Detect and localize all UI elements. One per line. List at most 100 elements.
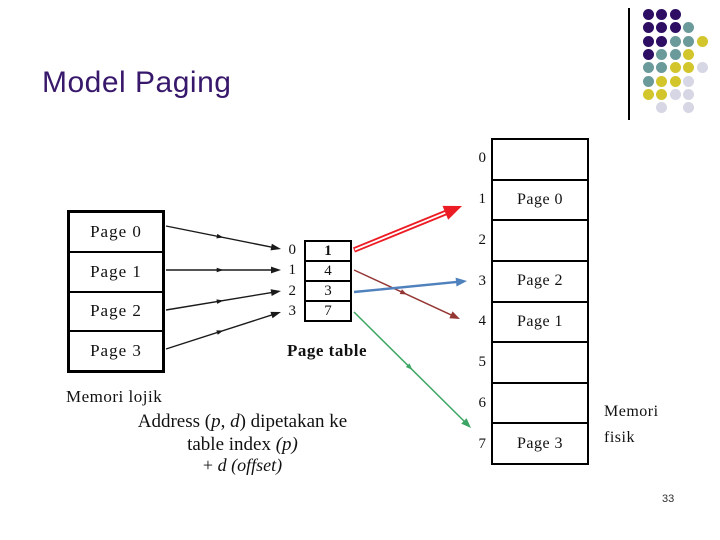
arrow-page1-to-index1-mid-head	[216, 267, 224, 273]
decoration-dot	[643, 22, 654, 34]
decoration-dot	[656, 49, 668, 61]
caption-text-segment: d (offset)	[217, 455, 283, 475]
arrow-entry0-to-frame1-core	[354, 210, 450, 251]
physical-frame-cell	[493, 384, 587, 425]
decoration-dot	[683, 102, 695, 114]
decoration-dot	[656, 22, 668, 34]
page-number: 33	[662, 493, 675, 505]
decoration-dot	[696, 35, 708, 47]
decoration-dot	[643, 9, 654, 20]
physical-frame-cell: Page 0	[493, 181, 587, 222]
logical-memory-cell: Page 3	[90, 341, 142, 361]
physical-frame-index: 1	[478, 190, 487, 207]
physical-frame-cell	[493, 343, 587, 384]
decoration-dot	[683, 89, 695, 101]
page-table-value: 4	[306, 262, 350, 282]
decoration-dot	[669, 9, 681, 20]
arrow-page2-to-index2	[165, 291, 274, 311]
physical-frame-cell: Page 2	[493, 262, 587, 303]
arrow-entry0-to-frame1	[352, 208, 450, 253]
decoration-dot	[669, 49, 681, 61]
decoration-dot	[683, 49, 695, 61]
arrow-entry1-to-frame4-mid-head	[399, 289, 407, 295]
page-table-value: 7	[324, 302, 332, 319]
page-table-index: 2	[288, 282, 297, 299]
physical-frame-index: 6	[478, 395, 487, 412]
decoration-dot	[683, 75, 695, 87]
caption-text-segment: ) dipetakan ke	[239, 411, 348, 432]
dots-decoration	[643, 9, 715, 119]
decoration-dot	[656, 102, 668, 114]
physical-memory-label-line2: fisik	[604, 429, 635, 446]
decoration-dot	[643, 62, 654, 74]
page-table-value: 1	[306, 242, 350, 262]
physical-frame-index: 7	[478, 436, 487, 453]
decoration-dot	[656, 62, 668, 74]
arrow-entry3-to-frame7-mid-head	[405, 363, 413, 370]
address-mapping-caption: Address (p, d) dipetakan ke table index …	[95, 410, 390, 475]
decoration-dot	[669, 75, 681, 87]
physical-frame-index: 5	[478, 354, 487, 371]
arrow-page0-to-index0-mid-head	[216, 233, 224, 239]
decoration-dot	[683, 22, 695, 34]
physical-memory-index-column: 0 1 2 3 4 5 6 7	[466, 138, 487, 465]
physical-frame-index: 3	[478, 272, 487, 289]
physical-frame-index: 4	[478, 313, 487, 330]
physical-memory-label: Memori fisik	[604, 399, 659, 451]
arrow-entry1-to-frame4	[353, 269, 454, 317]
vertical-divider-line	[628, 8, 630, 120]
physical-frame-cell: Page 3	[516, 434, 564, 452]
caption-text-segment: d	[230, 411, 240, 432]
caption-line1: Address (p, d) dipetakan ke	[95, 410, 390, 434]
caption-text-segment: +	[202, 455, 218, 475]
logical-memory-cell: Page 2	[70, 293, 162, 333]
decoration-dot	[669, 89, 681, 101]
page-table-value: 3	[306, 282, 350, 302]
decoration-dot	[643, 35, 654, 47]
decoration-dot	[669, 62, 681, 74]
page-table-index: 0	[288, 241, 297, 258]
decoration-dot	[643, 75, 654, 87]
caption-text-segment: table index	[187, 434, 276, 455]
decoration-dot	[656, 89, 668, 101]
slide-title: Model Paging	[42, 66, 232, 99]
physical-frame-index: 0	[478, 149, 487, 166]
logical-memory-label: Memori lojik	[66, 387, 163, 406]
caption-text-segment: ,	[220, 411, 231, 432]
caption-line3: + d (offset)	[95, 455, 390, 475]
decoration-dot	[656, 35, 668, 47]
decoration-dot	[656, 75, 668, 87]
arrow-page3-to-index3	[165, 313, 274, 350]
caption-text-segment: (p)	[275, 434, 298, 455]
arrow-page2-to-index2-mid-head	[216, 299, 224, 304]
logical-memory-cell: Page 1	[70, 253, 162, 293]
arrow-page0-to-index0	[165, 225, 274, 249]
arrow-entry1-to-frame4-head	[449, 311, 460, 319]
arrow-page3-to-index3-mid-head	[216, 330, 224, 335]
physical-frame-cell: Page 1	[493, 303, 587, 344]
physical-frame-cell	[493, 140, 587, 181]
decoration-dot	[656, 9, 668, 20]
decoration-dot	[669, 35, 681, 47]
page-table-index-column: 0 1 2 3	[278, 240, 297, 322]
decoration-dot	[683, 62, 695, 74]
arrow-entry0-to-frame1-head	[442, 205, 462, 220]
physical-frame-cell	[493, 221, 587, 262]
decoration-dot	[683, 35, 695, 47]
caption-text-segment: Address (	[137, 411, 212, 432]
decoration-dot	[669, 22, 681, 34]
page-table-label: Page table	[287, 341, 368, 360]
caption-text-segment: p	[211, 411, 221, 432]
decoration-dot	[643, 89, 654, 101]
physical-frame-index: 2	[478, 231, 487, 248]
arrow-entry2-to-frame3	[353, 280, 459, 294]
arrow-entry3-to-frame7	[353, 311, 466, 423]
caption-line2: table index (p)	[95, 434, 390, 455]
decoration-dot	[643, 49, 654, 61]
page-table-index: 1	[288, 262, 297, 279]
page-table-index: 3	[288, 303, 297, 320]
